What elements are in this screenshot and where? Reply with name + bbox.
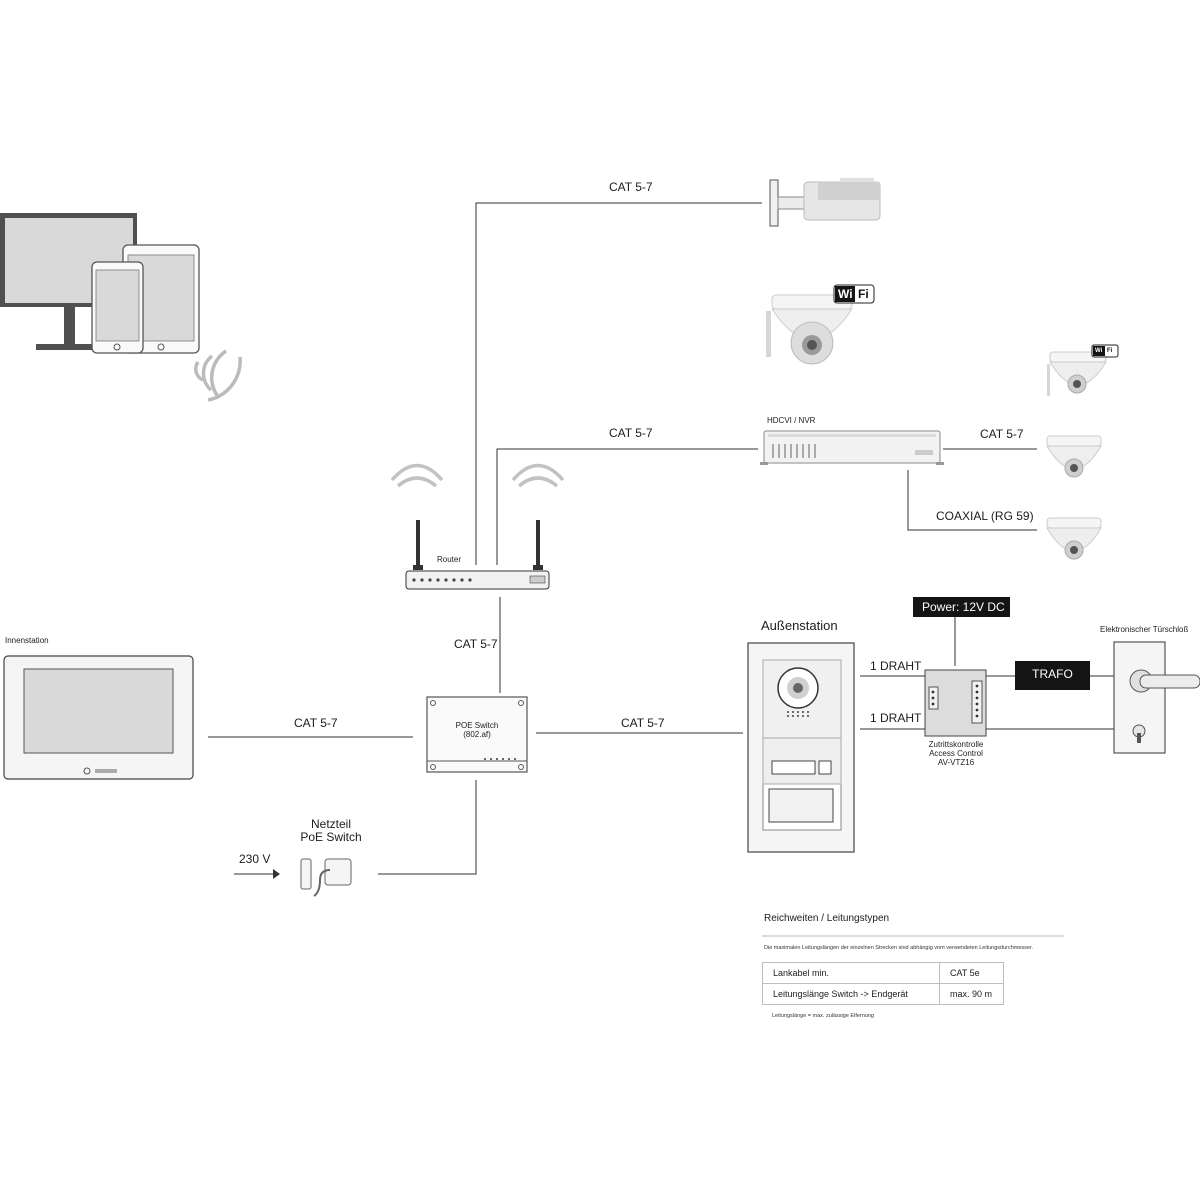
netzteil-label-line-1: Netzteil xyxy=(310,817,351,831)
cable-label-switch-outdoor: CAT 5-7 xyxy=(621,716,665,730)
innenstation-label: Innenstation xyxy=(5,636,49,645)
wifi-badge-small-wi: Wi xyxy=(1095,348,1103,354)
poe-switch-label: POE Switch (802.af) xyxy=(427,722,527,739)
wifi-badge-fi: Fi xyxy=(858,287,869,301)
trafo-box: TRAFO xyxy=(1015,661,1090,690)
poe-switch-label-line-2: (802.af) xyxy=(463,730,491,739)
cable-label-draht-2: 1 DRAHT xyxy=(870,711,922,725)
legend-row-value: CAT 5e xyxy=(939,962,1004,984)
router-icon xyxy=(390,463,565,590)
aussenstation-label: Außenstation xyxy=(761,618,838,633)
wireless-signal-icon xyxy=(194,349,242,402)
dome-camera-coax-icon xyxy=(1046,517,1102,560)
wire-switch-netzteil xyxy=(378,780,477,875)
bullet-camera-icon xyxy=(769,178,881,227)
cable-label-nvr-camera: CAT 5-7 xyxy=(980,427,1024,441)
power-badge: Power: 12V DC xyxy=(913,597,1010,617)
cable-label-indoor-switch: CAT 5-7 xyxy=(294,716,338,730)
cable-label-router-nvr: CAT 5-7 xyxy=(609,426,653,440)
access-control-line-1: Zutrittskontrolle xyxy=(928,740,984,749)
door-lock-icon xyxy=(1113,641,1200,754)
indoor-monitor-icon xyxy=(3,655,194,780)
wire-router-nvr xyxy=(496,448,758,565)
legend-footnote: Leitungslänge = max. zulässige Elfernung xyxy=(772,1013,874,1019)
nvr-label: HDCVI / NVR xyxy=(767,416,816,425)
cable-label-router-switch: CAT 5-7 xyxy=(454,637,498,651)
wire-nvr-coax xyxy=(907,470,1037,531)
wifi-small-dome-camera-icon xyxy=(1047,344,1119,396)
nvr-recorder-icon xyxy=(760,430,944,465)
dome-camera-icon xyxy=(1046,435,1102,478)
access-control-label: Zutrittskontrolle Access Control AV-VTZ1… xyxy=(915,741,997,767)
legend-row-label: Lankabel min. xyxy=(762,962,940,984)
router-label: Router xyxy=(437,555,462,564)
power-adapter-icon xyxy=(300,858,352,897)
cable-label-router-camera: CAT 5-7 xyxy=(609,180,653,194)
poe-switch-label-line-1: POE Switch xyxy=(455,721,499,730)
access-control-module-icon xyxy=(924,669,987,737)
wifi-dome-camera-icon xyxy=(766,294,853,365)
arrow-icon xyxy=(273,869,280,879)
door-lock-label: Elektronischer Türschloß xyxy=(1100,625,1189,634)
monitor-icon xyxy=(0,213,137,350)
access-control-line-3: AV-VTZ16 xyxy=(937,758,975,767)
wifi-badge-icon xyxy=(833,284,875,304)
wire-router-camera xyxy=(475,202,762,565)
netzteil-label: Netzteil PoE Switch xyxy=(281,818,381,843)
wifi-badge-wi: Wi xyxy=(838,287,853,301)
outdoor-station-icon xyxy=(747,642,855,853)
legend-note: Die maximalen Leitungslängen der einzeln… xyxy=(764,945,1034,951)
legend-title: Reichweiten / Leitungstypen xyxy=(764,913,890,924)
netzteil-label-line-2: PoE Switch xyxy=(300,830,362,844)
access-control-line-2: Access Control xyxy=(929,749,983,758)
table-row: Lankabel min. CAT 5e xyxy=(762,962,1004,984)
legend-row-label: Leitungslänge Switch -> Endgerät xyxy=(762,983,940,1005)
cable-label-draht-1: 1 DRAHT xyxy=(870,659,922,673)
poe-switch-icon xyxy=(426,696,528,773)
cable-label-nvr-coax: COAXIAL (RG 59) xyxy=(936,509,1034,523)
legend-table: Lankabel min. CAT 5e Leitungslänge Switc… xyxy=(762,962,1004,1005)
table-row: Leitungslänge Switch -> Endgerät max. 90… xyxy=(762,983,1004,1005)
wiring xyxy=(208,202,1116,875)
voltage-label: 230 V xyxy=(239,852,271,866)
phone-icon xyxy=(91,261,144,354)
legend-row-value: max. 90 m xyxy=(939,983,1004,1005)
wifi-badge-small-fi: Fi xyxy=(1107,348,1113,354)
